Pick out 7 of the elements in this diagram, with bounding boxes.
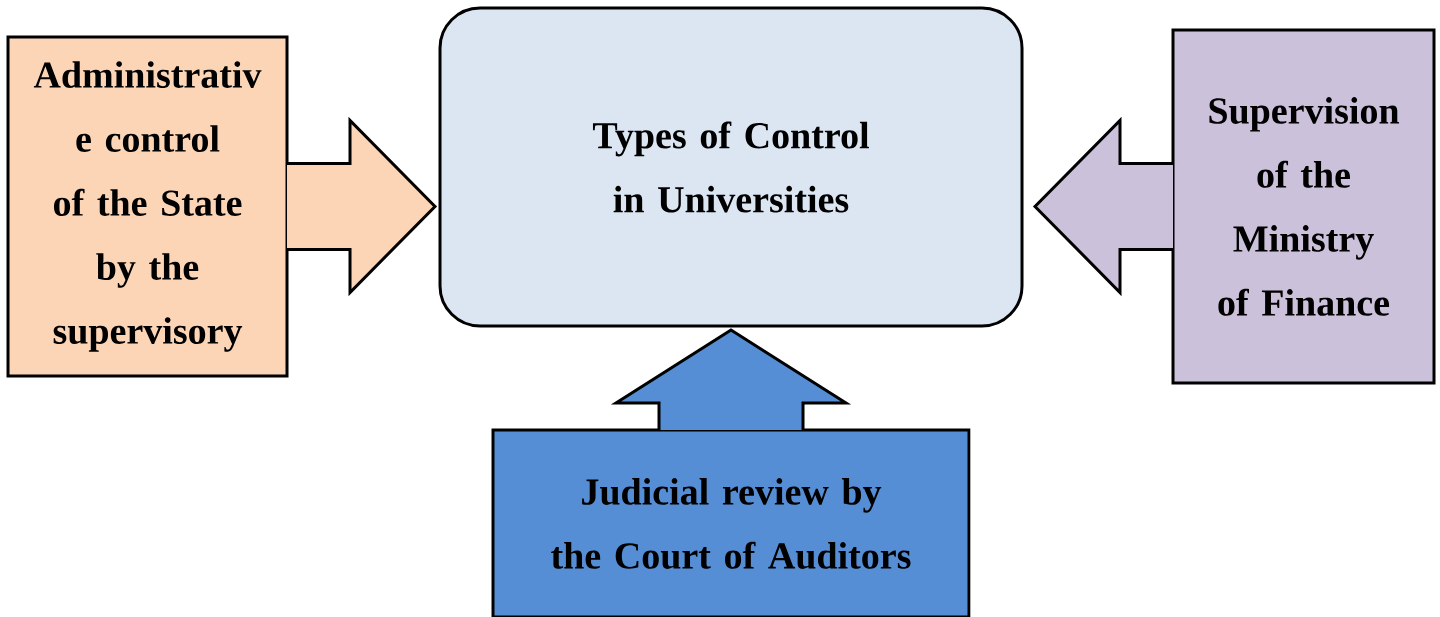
text-box: Judicial review by the Court of Auditors bbox=[491, 428, 971, 617]
text-box: Administrativ e control of the State by the supervisory bbox=[6, 35, 289, 378]
block-arrow bbox=[285, 116, 438, 297]
block-arrow bbox=[1032, 116, 1175, 297]
text-box: Supervision of the Ministry of Finance bbox=[1171, 28, 1436, 385]
block-arrow bbox=[610, 328, 852, 432]
rounded-box: Types of Control in Universities bbox=[438, 6, 1024, 328]
